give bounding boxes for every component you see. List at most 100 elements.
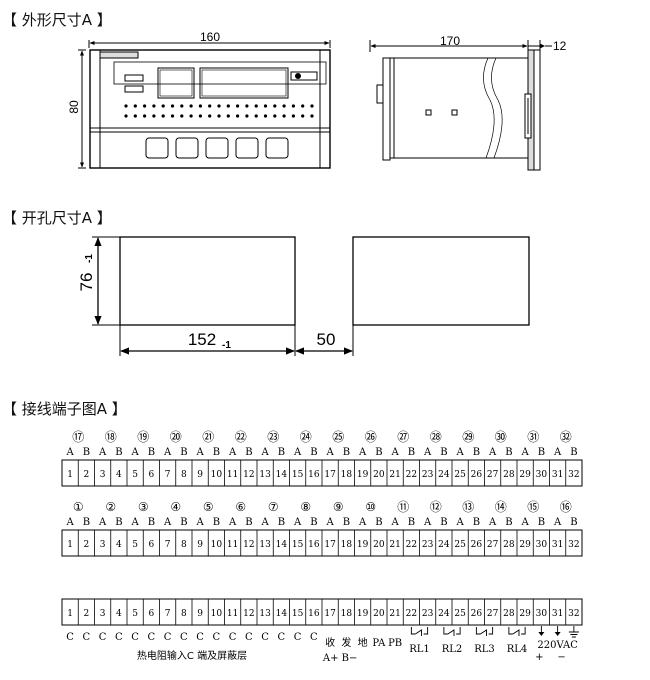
outline-section-title: 【 外形尺寸A 】	[2, 11, 112, 29]
terminal-b-label: B	[570, 447, 577, 458]
terminal-a-label: A	[423, 447, 432, 458]
channel-number: ⑤	[203, 500, 214, 514]
channel-number: ⑩	[365, 500, 376, 514]
terminal-number: 26	[471, 540, 483, 550]
channel-number: ㉕	[332, 430, 344, 444]
c-terminal-label: C	[196, 632, 204, 643]
terminal-number: 1	[67, 609, 73, 619]
front-view	[78, 40, 331, 169]
channel-number: ⑱	[105, 430, 117, 444]
terminal-b-label: B	[310, 517, 317, 528]
c-terminal-label: C	[180, 632, 188, 643]
relay-bracket	[475, 627, 494, 635]
terminal-number: 17	[324, 609, 336, 619]
terminal-number: 30	[536, 540, 548, 550]
side-view	[369, 40, 552, 171]
c-terminal-label: C	[115, 632, 123, 643]
terminal-a-label: A	[488, 447, 497, 458]
terminal-b-label: B	[245, 517, 252, 528]
terminal-number: 4	[116, 470, 122, 480]
led-dot	[226, 104, 230, 108]
terminal-a-label: A	[553, 447, 562, 458]
channel-number: ⑥	[235, 500, 246, 514]
led-dot	[245, 114, 249, 118]
comm-terminal-label: 地	[358, 636, 368, 649]
terminal-b-label: B	[310, 447, 317, 458]
relay-contact	[415, 629, 422, 636]
terminal-number: 17	[324, 470, 336, 480]
terminal-number: 20	[373, 609, 385, 619]
terminal-number: 32	[568, 609, 579, 619]
terminal-a-label: A	[456, 447, 465, 458]
led-dot	[310, 104, 314, 108]
terminal-number: 30	[536, 470, 548, 480]
terminal-number: 27	[487, 470, 499, 480]
terminal-number: 15	[292, 470, 304, 480]
terminal-number: 25	[454, 470, 466, 480]
terminal-a-label: A	[326, 517, 335, 528]
terminal-number: 25	[454, 540, 466, 550]
terminal-b-label: B	[83, 517, 90, 528]
c-terminal-label: C	[229, 632, 237, 643]
terminal-a-label: A	[261, 447, 270, 458]
led-dot	[170, 104, 175, 108]
terminal-b-label: B	[115, 447, 122, 458]
height-dimension-label: 80	[67, 100, 81, 114]
cutout-gap-value: 50	[317, 330, 336, 349]
power-plus: +	[535, 652, 543, 663]
terminal-number: 23	[422, 609, 434, 619]
led-dot	[301, 104, 305, 108]
channel-number: ⑰	[72, 430, 84, 444]
terminal-number: 20	[373, 470, 385, 480]
terminal-number: 31	[552, 540, 563, 550]
terminal-number: 13	[259, 609, 271, 619]
terminal-section-title: 【 接线端子图A 】	[2, 400, 127, 418]
terminal-b-label: B	[180, 517, 187, 528]
terminal-number: 3	[100, 540, 106, 550]
comm-terminal-label: 收	[325, 636, 335, 649]
terminal-b-label: B	[278, 517, 285, 528]
terminal-a-label: A	[391, 447, 400, 458]
terminal-b-label: B	[538, 447, 545, 458]
relay-bracket	[410, 627, 429, 635]
power-arrow	[538, 632, 545, 636]
terminal-number: 8	[181, 609, 187, 619]
channel-number: ㉔	[300, 430, 312, 444]
led-dot	[180, 104, 184, 108]
led-dot	[263, 104, 268, 108]
led-dot	[208, 104, 212, 108]
ground-icon	[568, 626, 579, 638]
terminal-number: 10	[211, 470, 223, 480]
power-label: 220VAC	[537, 640, 578, 651]
terminal-a-label: A	[358, 447, 367, 458]
terminal-b-label: B	[570, 517, 577, 528]
terminal-number: 9	[197, 540, 203, 550]
terminal-number: 9	[197, 609, 203, 619]
terminal-a-label: A	[228, 447, 237, 458]
terminal-a-label: A	[228, 517, 237, 528]
terminal-number: 31	[552, 609, 563, 619]
terminal-number: 24	[438, 609, 450, 619]
terminal-a-label: A	[196, 517, 205, 528]
terminal-number: 27	[487, 540, 499, 550]
led-dot	[152, 104, 156, 108]
led-dot	[189, 104, 193, 108]
terminal-b-label: B	[375, 447, 382, 458]
led-dot	[198, 114, 202, 118]
terminal-a-label: A	[98, 447, 107, 458]
terminal-number: 6	[149, 540, 155, 550]
c-terminal-label: C	[148, 632, 156, 643]
terminal-number: 13	[259, 540, 271, 550]
terminal-number: 13	[259, 470, 271, 480]
cutout-height-value: 76	[77, 273, 96, 292]
led-dot	[254, 104, 258, 108]
terminal-a-label: A	[163, 517, 172, 528]
terminal-number: 21	[389, 540, 400, 550]
terminal-b-label: B	[213, 517, 220, 528]
led-dot	[301, 114, 305, 118]
channel-number: ⑭	[495, 500, 507, 514]
channel-number: ④	[170, 500, 181, 514]
led-dot	[273, 104, 277, 108]
terminal-b-label: B	[375, 517, 382, 528]
terminal-a-label: A	[293, 447, 302, 458]
